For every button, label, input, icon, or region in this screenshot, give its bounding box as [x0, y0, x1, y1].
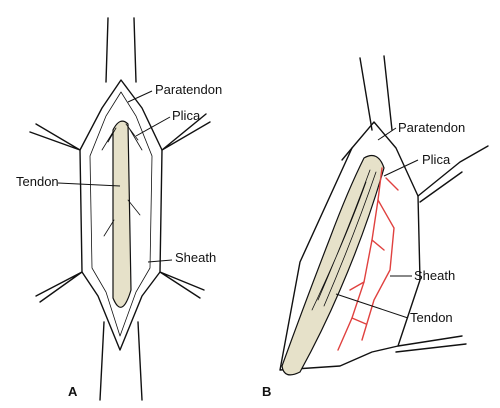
panel-b-label-tendon: Tendon [410, 310, 453, 325]
panel-a-plica-strands [101, 123, 143, 237]
panel-b-strand-left [341, 147, 353, 161]
panel-a-leader-paratendon [127, 90, 153, 103]
panel-b-sheath-outline [279, 121, 421, 371]
panel-a-tube-bottom [99, 321, 143, 401]
panel-a-letter: A [68, 384, 78, 399]
panel-a-leader-sheath [147, 259, 173, 263]
panel-a-strand-right-bottom [159, 271, 205, 299]
panel-a-label-tendon: Tendon [16, 174, 59, 189]
panel-a-strand-left-bottom [35, 271, 83, 303]
panel-b-label-plica: Plica [422, 152, 451, 167]
panel-a-label-paratendon: Paratendon [155, 82, 222, 97]
panel-a-leader-plica [135, 116, 171, 137]
panel-a-tendon [112, 120, 132, 308]
panel-b-tendon-fibers [311, 169, 377, 311]
panel-a: Paratendon Plica Tendon Sheath A [16, 17, 222, 401]
panel-b-vessel-branch [349, 177, 399, 341]
panel-b-tube-top [359, 55, 393, 131]
panel-a-strand-left-top [29, 123, 81, 151]
panel-b-leader-tendon [335, 293, 409, 319]
panel-a-label-plica: Plica [172, 108, 201, 123]
panel-b: Paratendon Plica Sheath Tendon B [262, 55, 489, 399]
panel-a-strand-right-top [161, 113, 211, 151]
panel-b-letter: B [262, 384, 271, 399]
panel-a-label-sheath: Sheath [175, 250, 216, 265]
panel-b-strand-right-top [417, 145, 489, 203]
panel-b-label-sheath: Sheath [414, 268, 455, 283]
panel-b-leader-plica [383, 159, 419, 177]
panel-a-leader-tendon [57, 182, 121, 187]
panel-b-strand-bottom [395, 335, 467, 353]
panel-a-sheath-inner [89, 91, 153, 337]
panel-b-leader-paratendon [377, 127, 397, 141]
panel-b-vessel-main [337, 167, 383, 351]
panel-b-label-paratendon: Paratendon [398, 120, 465, 135]
panel-a-sheath-outline [79, 79, 163, 351]
panel-a-tube-top [105, 17, 137, 83]
